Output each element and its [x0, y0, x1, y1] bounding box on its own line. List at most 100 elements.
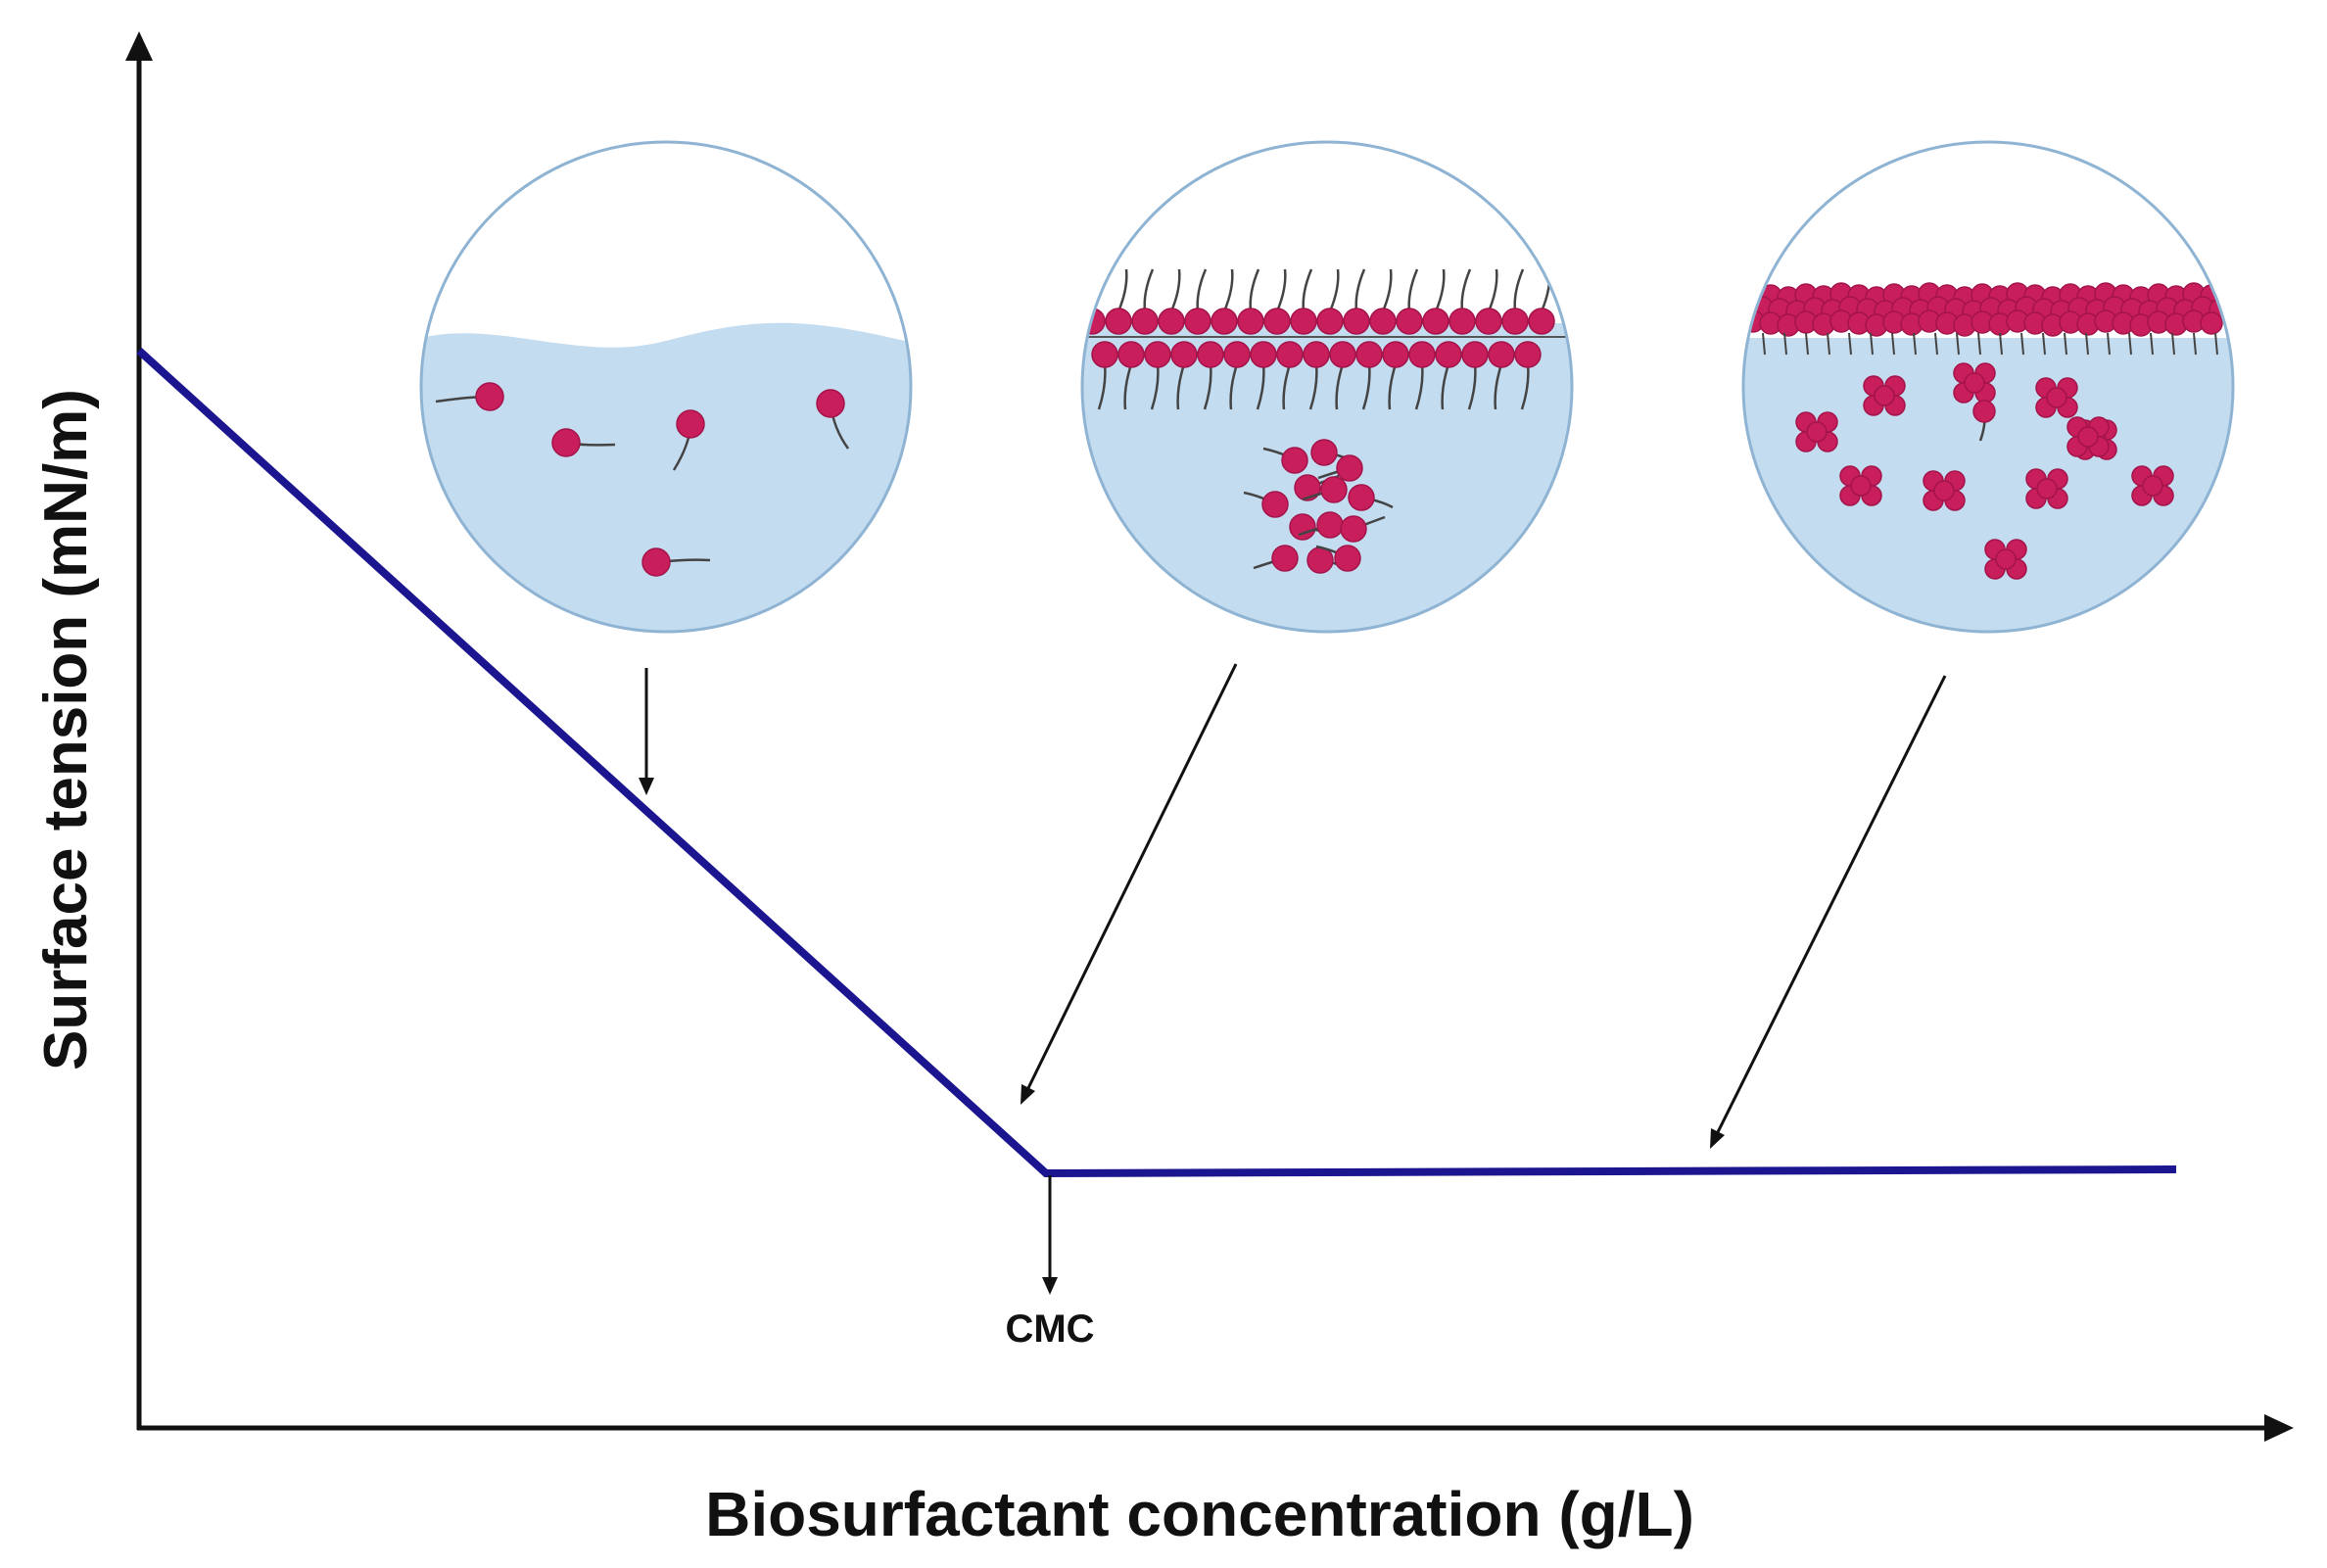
micelle [1863, 375, 1906, 416]
micelle [2035, 377, 2078, 418]
molecule-head [1303, 341, 1330, 368]
molecule-tail [1487, 268, 1498, 312]
micelle [1839, 465, 1882, 506]
molecule-tail [1123, 363, 1133, 410]
axes [125, 31, 2294, 1442]
molecule-tail [1176, 363, 1186, 410]
inset-monolayer [1080, 140, 1574, 634]
molecule-head [1316, 308, 1344, 335]
molecule-head [1158, 308, 1185, 335]
molecule-head [1289, 513, 1316, 541]
inset-monomers [419, 140, 913, 634]
molecule-head [1223, 341, 1251, 368]
molecule-head [1281, 447, 1308, 474]
molecule-head [816, 389, 845, 418]
molecule-head [676, 409, 705, 439]
molecule-head [1348, 484, 1375, 511]
molecule-head [551, 428, 581, 457]
molecule-head [1334, 545, 1361, 572]
molecule-tail [1434, 268, 1446, 312]
molecule-head [1343, 308, 1370, 335]
molecule-head [1514, 341, 1542, 368]
molecule-head [1995, 548, 2017, 570]
molecule-head [1131, 308, 1159, 335]
molecule-head [1336, 454, 1363, 482]
molecule-head [1310, 439, 1338, 466]
inset-micelles [1741, 140, 2235, 634]
molecule-tail [1282, 363, 1292, 410]
molecule-head [1806, 421, 1828, 443]
arrow-to-cmc-point [1021, 663, 1238, 1105]
micelle [1953, 362, 1996, 404]
molecule-head [2046, 387, 2067, 408]
micelle [2066, 416, 2110, 457]
molecule-head [1488, 341, 1515, 368]
molecule-head [1091, 341, 1118, 368]
molecule-head [2036, 478, 2058, 499]
molecule-head [1448, 308, 1476, 335]
molecule-head [1290, 308, 1317, 335]
molecule-head [1276, 341, 1304, 368]
molecule-tail [1441, 363, 1450, 410]
molecule-head [1850, 475, 1872, 497]
arrow-to-descending-curve [639, 668, 654, 795]
molecule-head [1263, 308, 1291, 335]
molecule-tail [1494, 363, 1503, 410]
molecule-head [1340, 515, 1367, 543]
molecule-head [1261, 491, 1289, 518]
micelle [1984, 539, 2027, 580]
cmc-label: CMC [1005, 1307, 1094, 1351]
micelle [2025, 468, 2068, 509]
molecule-head [1964, 372, 1985, 394]
molecule-head [1422, 308, 1449, 335]
molecule-tail [1381, 268, 1393, 312]
molecule-head [1237, 308, 1264, 335]
molecule-head [1316, 511, 1344, 539]
micelle-molecules [1743, 282, 2232, 580]
pointer-arrows [639, 663, 1947, 1149]
molecule-head [1369, 308, 1397, 335]
molecule-head [1250, 341, 1277, 368]
molecule-tail [1388, 363, 1398, 410]
molecule-head [1933, 480, 1955, 501]
micelle [1795, 411, 1838, 452]
molecule-head [1306, 546, 1334, 574]
molecule-head [1396, 308, 1423, 335]
molecule-head [1972, 400, 1996, 423]
monolayer-molecules [1082, 268, 1572, 574]
molecule-head [1184, 308, 1211, 335]
molecule-head [1475, 308, 1502, 335]
molecule-tail [1328, 268, 1340, 312]
molecule-tail [1222, 268, 1234, 312]
molecule-head [1461, 341, 1489, 368]
molecule-head [1117, 341, 1145, 368]
molecule-head [475, 382, 504, 411]
molecule-tail [1335, 363, 1345, 410]
micelle [1923, 470, 1966, 511]
y-axis-arrowhead [125, 31, 153, 61]
molecule-tail [1169, 268, 1181, 312]
micelle [2131, 465, 2174, 506]
molecule-head [1320, 476, 1348, 503]
x-axis-label: Biosurfactant concentration (g/L) [705, 1479, 1694, 1549]
molecule-head [1435, 341, 1462, 368]
molecule-head [1144, 341, 1171, 368]
cmc-marker [1042, 1175, 1058, 1295]
molecule-head [1211, 308, 1238, 335]
molecule-head [2142, 475, 2163, 497]
molecule-head [2200, 311, 2223, 335]
molecule-head [1528, 308, 1555, 335]
molecule-head [2077, 426, 2099, 448]
molecule-head [1197, 341, 1224, 368]
surface-tension-curve [136, 348, 2177, 1178]
molecule-head [1355, 341, 1383, 368]
arrow-to-plateau [1710, 675, 1947, 1149]
molecule-head [1501, 308, 1529, 335]
molecule-head [1294, 474, 1321, 501]
molecule-head [1170, 341, 1198, 368]
molecule-tail [1116, 268, 1128, 312]
monomer-molecules [435, 382, 850, 577]
molecule-head [1874, 385, 1895, 406]
y-axis-label: Surface tension (mN/m) [32, 389, 100, 1070]
